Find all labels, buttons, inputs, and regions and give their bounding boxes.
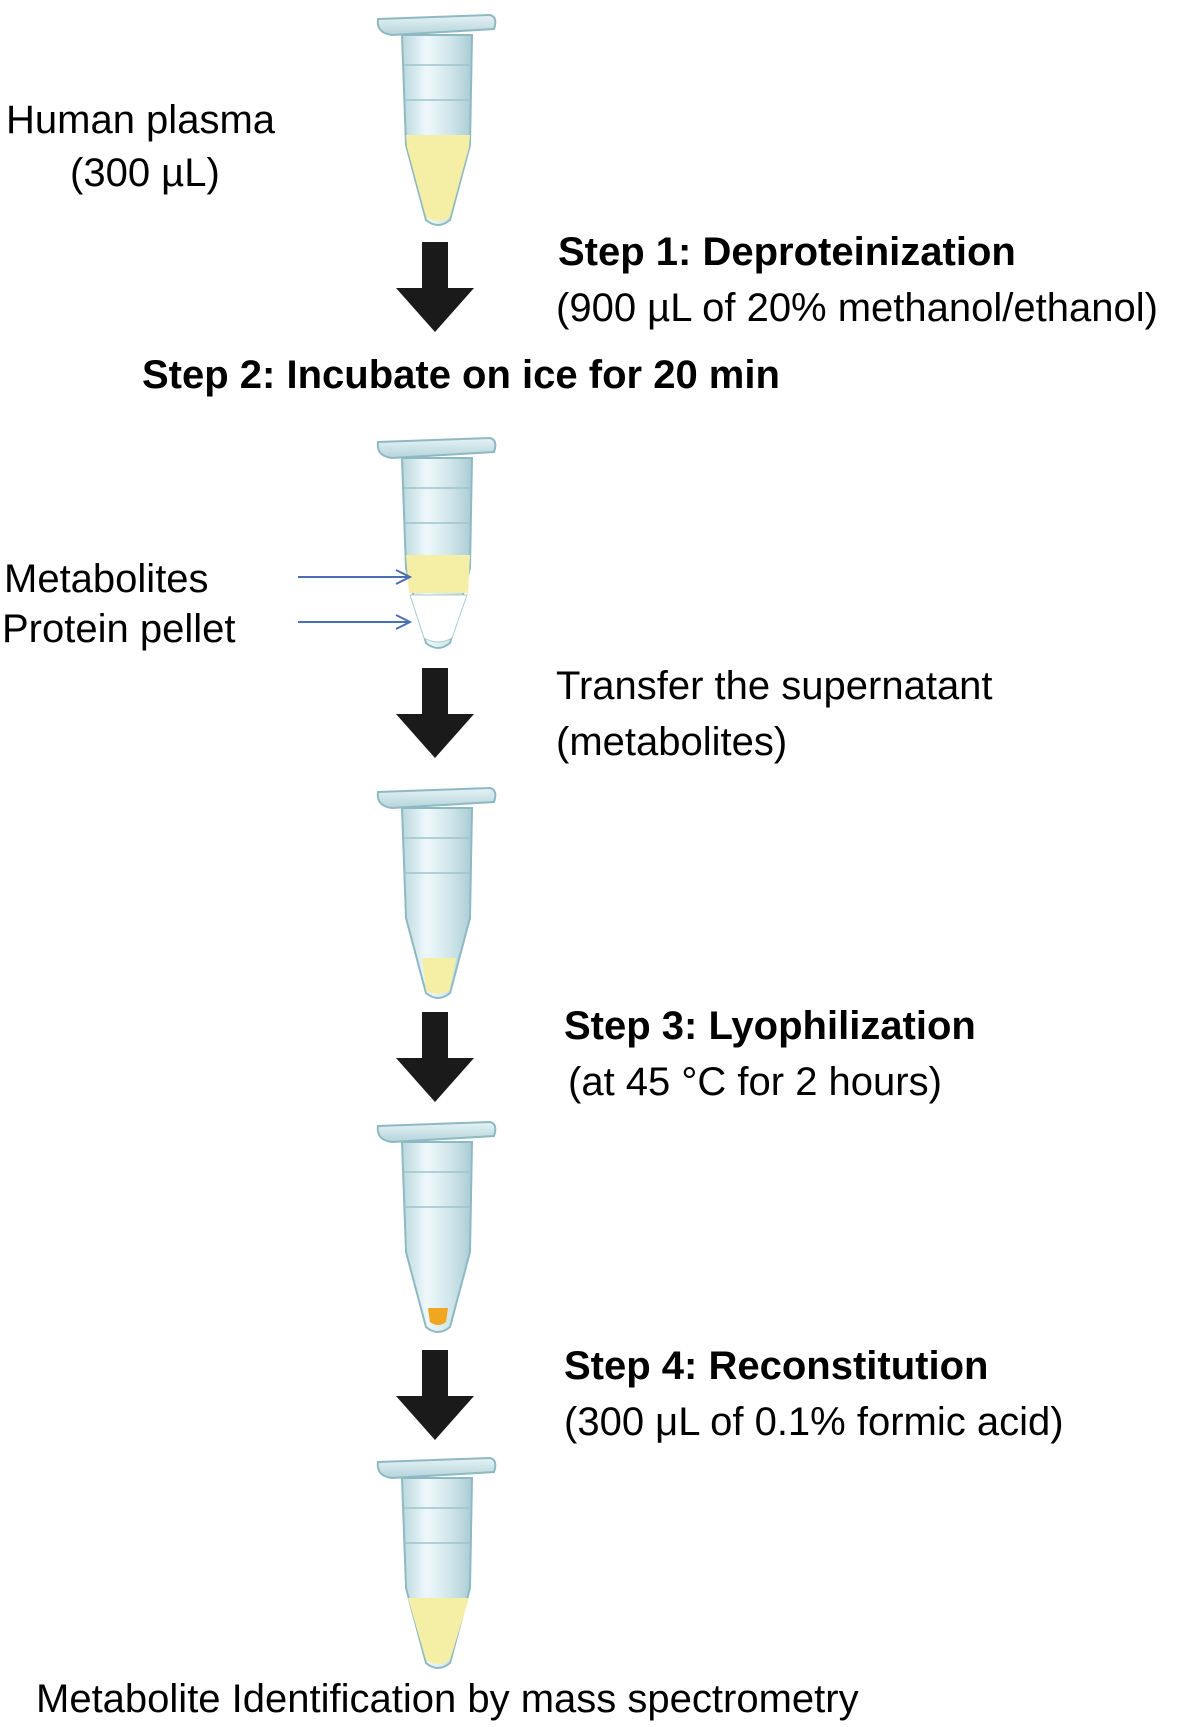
tube-plasma	[372, 5, 502, 233]
tube-reconstituted	[372, 1448, 502, 1676]
transfer-line1: Transfer the supernatant	[556, 664, 993, 708]
protein-pellet-label: Protein pellet	[2, 607, 236, 651]
down-arrow-4	[390, 1350, 480, 1442]
down-arrow-1	[390, 242, 480, 334]
down-arrow-2	[390, 668, 480, 760]
step-1-detail: (900 µL of 20% methanol/ethanol)	[556, 286, 1158, 330]
supernatant-liquid	[422, 958, 456, 994]
dried-pellet	[428, 1308, 448, 1325]
tube-separated	[372, 428, 502, 656]
pellet-pointer-arrow	[298, 614, 413, 630]
plasma-liquid	[406, 135, 470, 221]
metabolites-layer	[406, 555, 470, 593]
tube-lyophilized	[372, 1112, 502, 1340]
step-2-title: Step 2: Incubate on ice for 20 min	[142, 353, 780, 397]
metabolites-label: Metabolites	[4, 557, 209, 601]
protein-pellet	[409, 594, 468, 643]
sample-label-line1: Human plasma	[6, 98, 276, 142]
reconstituted-liquid	[408, 1598, 469, 1664]
final-label: Metabolite Identification by mass spectr…	[36, 1677, 859, 1721]
step-4-detail: (300 μL of 0.1% formic acid)	[564, 1400, 1064, 1444]
metabolites-pointer-arrow	[298, 569, 413, 585]
sample-label-line2: (300 µL)	[70, 151, 220, 195]
transfer-line2: (metabolites)	[556, 720, 788, 764]
step-1-title: Step 1: Deproteinization	[558, 230, 1016, 274]
step-4-title: Step 4: Reconstitution	[564, 1344, 989, 1388]
down-arrow-3	[390, 1012, 480, 1104]
step-3-detail: (at 45 °C for 2 hours)	[568, 1060, 942, 1104]
tube-supernatant	[372, 778, 502, 1006]
step-3-title: Step 3: Lyophilization	[564, 1004, 976, 1048]
